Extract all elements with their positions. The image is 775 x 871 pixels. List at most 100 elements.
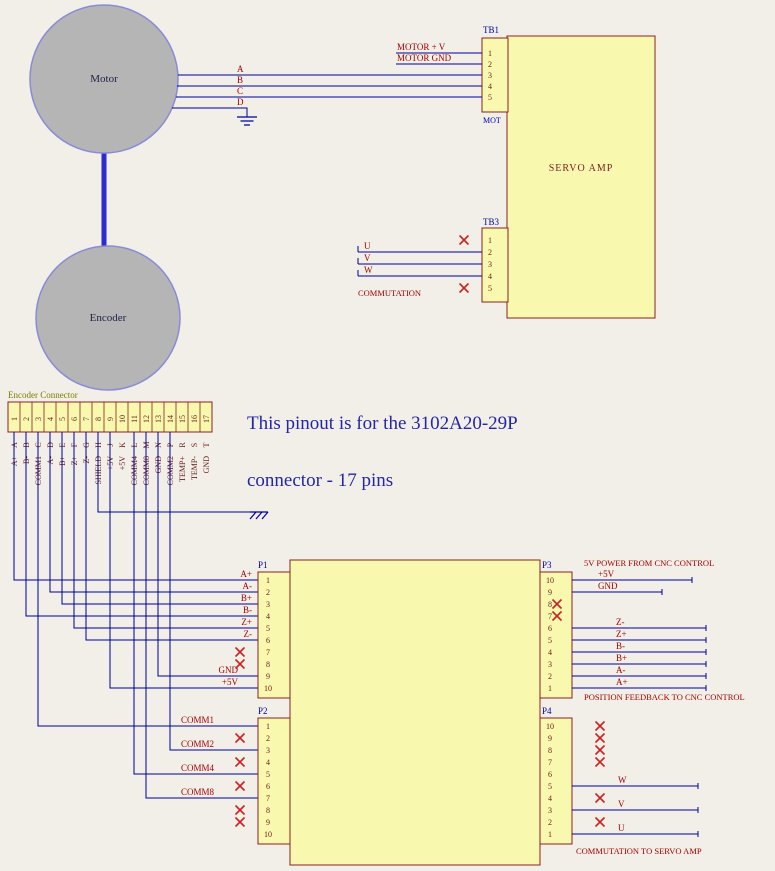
p4-pin-7: 4 [548,794,552,803]
wire-enc-a-minus [49,432,258,593]
p2-label: P2 [258,706,268,716]
connector-pin-letter-16: S [190,443,199,447]
p2-pin-2: 2 [266,734,270,743]
p3-caption-bottom: POSITION FEEDBACK TO CNC CONTROL [584,692,745,702]
connector-pin-number-7: 7 [82,417,91,421]
net-phase-a: A [237,64,244,74]
p3-net-plus5: +5V [598,569,615,579]
net-v: V [364,253,371,263]
p1-pin-7: 7 [266,648,270,657]
p4-pin-5: 6 [548,770,552,779]
connector-pin-number-8: 8 [94,417,103,421]
tb3-pin-2: 2 [488,248,492,257]
connector-pin-letter-15: R [178,442,187,448]
connector-pin-signal-15: TEMP+ [178,456,187,482]
p2-pin-8: 8 [266,806,270,815]
p3-label: P3 [542,560,552,570]
connector-pin-number-3: 3 [34,417,43,421]
wire-phase-d [172,107,248,117]
p1-pin-10: 10 [264,684,272,693]
tb1-pin-2: 2 [488,60,492,69]
servo-amp-edge-label: MOT [483,116,501,125]
net-motor-plus-v: MOTOR + V [397,42,446,52]
p3-wire-end-ticks [661,577,707,691]
note-line-2: connector - 17 pins [247,470,393,491]
p1-pin-6: 6 [266,636,270,645]
connector-pin-number-11: 11 [130,415,139,423]
wire-enc-gnd [157,432,258,677]
p4-pin-2: 9 [548,734,552,743]
wire-enc-b-minus [25,432,258,617]
p3-net-gnd: GND [598,581,618,591]
p3-net-a-minus: A- [616,665,626,675]
p1-net-a-minus: A- [243,581,253,591]
p2-pin-9: 9 [266,818,270,827]
connector-pin-number-16: 16 [190,415,199,423]
p3-pin-7: 4 [548,648,552,657]
p3-pin-5: 6 [548,624,552,633]
no-connect-x-p4-4 [594,792,606,804]
no-connect-x-p2-8 [234,804,246,816]
p3-net-z-plus: Z+ [616,629,627,639]
connector-pin-number-2: 2 [22,417,31,421]
no-connect-x-p4-8 [594,744,606,756]
wire-enc-plus5 [109,432,258,689]
no-connect-x-p2-6 [234,780,246,792]
earth-ground-symbol [237,116,257,126]
connector-pin-number-9: 9 [106,417,115,421]
connector-pin-signal-17: GND [202,456,211,474]
p1-net-gnd: GND [219,665,239,675]
connector-pin-number-6: 6 [70,417,79,421]
encoder-circle [35,245,181,391]
connector-pin-number-15: 15 [178,415,187,423]
connector-pin-number-14: 14 [166,415,175,423]
p1-pin-4: 4 [266,612,270,621]
tb1-label: TB1 [483,25,499,35]
connector-pin-signal-10: +5V [118,456,127,471]
p2-pin-7: 7 [266,794,270,803]
no-connect-x-p4-2 [594,816,606,828]
tb3-box [481,227,509,303]
p2-net-comm8: COMM8 [181,787,215,797]
p1-pin-2: 2 [266,588,270,597]
p2-pin-1: 1 [266,722,270,731]
wire-enc-shield [97,432,250,513]
p1-pin-5: 5 [266,624,270,633]
p2-box [257,717,291,845]
p2-pin-6: 6 [266,782,270,791]
p1-net-b-minus: B- [243,605,252,615]
p1-net-z-plus: Z+ [241,617,252,627]
tb1-box [481,37,509,113]
connector-pin-number-1: 1 [10,417,19,421]
p1-net-plus5: +5V [222,677,239,687]
connector-pin-number-4: 4 [46,417,55,421]
p1-net-z-minus: Z- [244,629,253,639]
p4-pin-8: 3 [548,806,552,815]
p4-label: P4 [542,706,552,716]
p3-box [539,571,573,699]
p2-pin-5: 5 [266,770,270,779]
motor-label: Motor [90,73,118,85]
wire-enc-b-plus [61,432,258,605]
p3-pin-4: 7 [548,612,552,621]
p3-net-z-minus: Z- [616,617,625,627]
p4-net-v: V [618,799,625,809]
connector-pin-number-17: 17 [202,415,211,423]
connector-pin-number-5: 5 [58,417,67,421]
p1-net-a-plus: A+ [240,569,252,579]
p1-pin-3: 3 [266,600,270,609]
encoder-connector-title: Encoder Connector [8,390,78,400]
p2-net-comm2: COMM2 [181,739,214,749]
no-connect-x-p4-9 [594,732,606,744]
tb3-pin-4: 4 [488,272,492,281]
breakout-board-box [289,559,541,866]
servo-amp-box [506,35,656,319]
p3-pin-9: 2 [548,672,552,681]
